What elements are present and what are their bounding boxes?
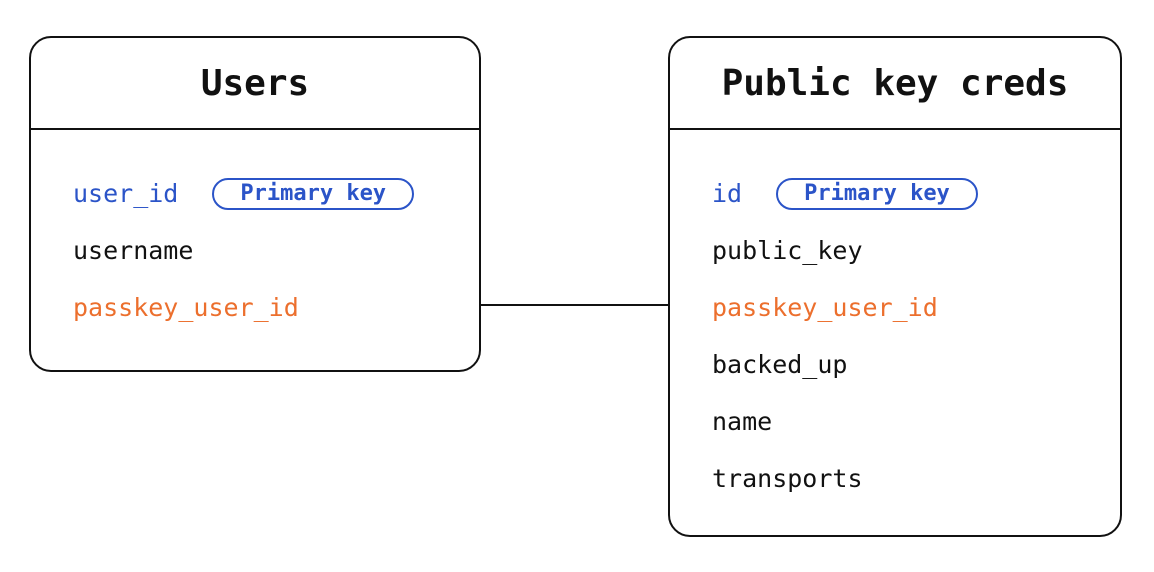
field-name-id: id: [712, 179, 743, 208]
field-list: user_id Primary key username passkey_user_i…: [31, 130, 479, 336]
primary-key-badge: Primary key: [212, 177, 415, 210]
field-name-username: username: [73, 236, 194, 265]
primary-key-badge: Primary key: [776, 177, 978, 210]
field-name-passkey_user_id: passkey_user_id: [712, 293, 938, 322]
table-users-header: Users: [31, 38, 479, 130]
table-public-key-creds-header: Public key creds: [670, 38, 1120, 130]
field-name-user_id: user_id: [73, 179, 179, 208]
field-row: username: [31, 222, 479, 279]
field-name-passkey_user_id: passkey_user_id: [73, 293, 299, 322]
field-name-backed_up: backed_up: [712, 350, 848, 379]
relationship-line: [481, 304, 668, 306]
field-name-public_key: public_key: [712, 236, 863, 265]
field-row: id Primary key: [670, 165, 1120, 222]
table-title: Public key creds: [721, 62, 1069, 104]
field-row: passkey_user_id: [670, 279, 1120, 336]
field-row: transports: [670, 450, 1120, 507]
table-users: Users user_id Primary key username passkey_…: [29, 36, 481, 372]
field-name-name: name: [712, 407, 773, 436]
field-row: passkey_user_id: [31, 279, 479, 336]
field-row: public_key: [670, 222, 1120, 279]
field-row: backed_up: [670, 336, 1120, 393]
table-public-key-creds: Public key creds id Primary key public_key…: [668, 36, 1122, 537]
field-row: user_id Primary key: [31, 165, 479, 222]
field-row: name: [670, 393, 1120, 450]
table-title: Users: [200, 62, 310, 104]
field-name-transports: transports: [712, 464, 863, 493]
